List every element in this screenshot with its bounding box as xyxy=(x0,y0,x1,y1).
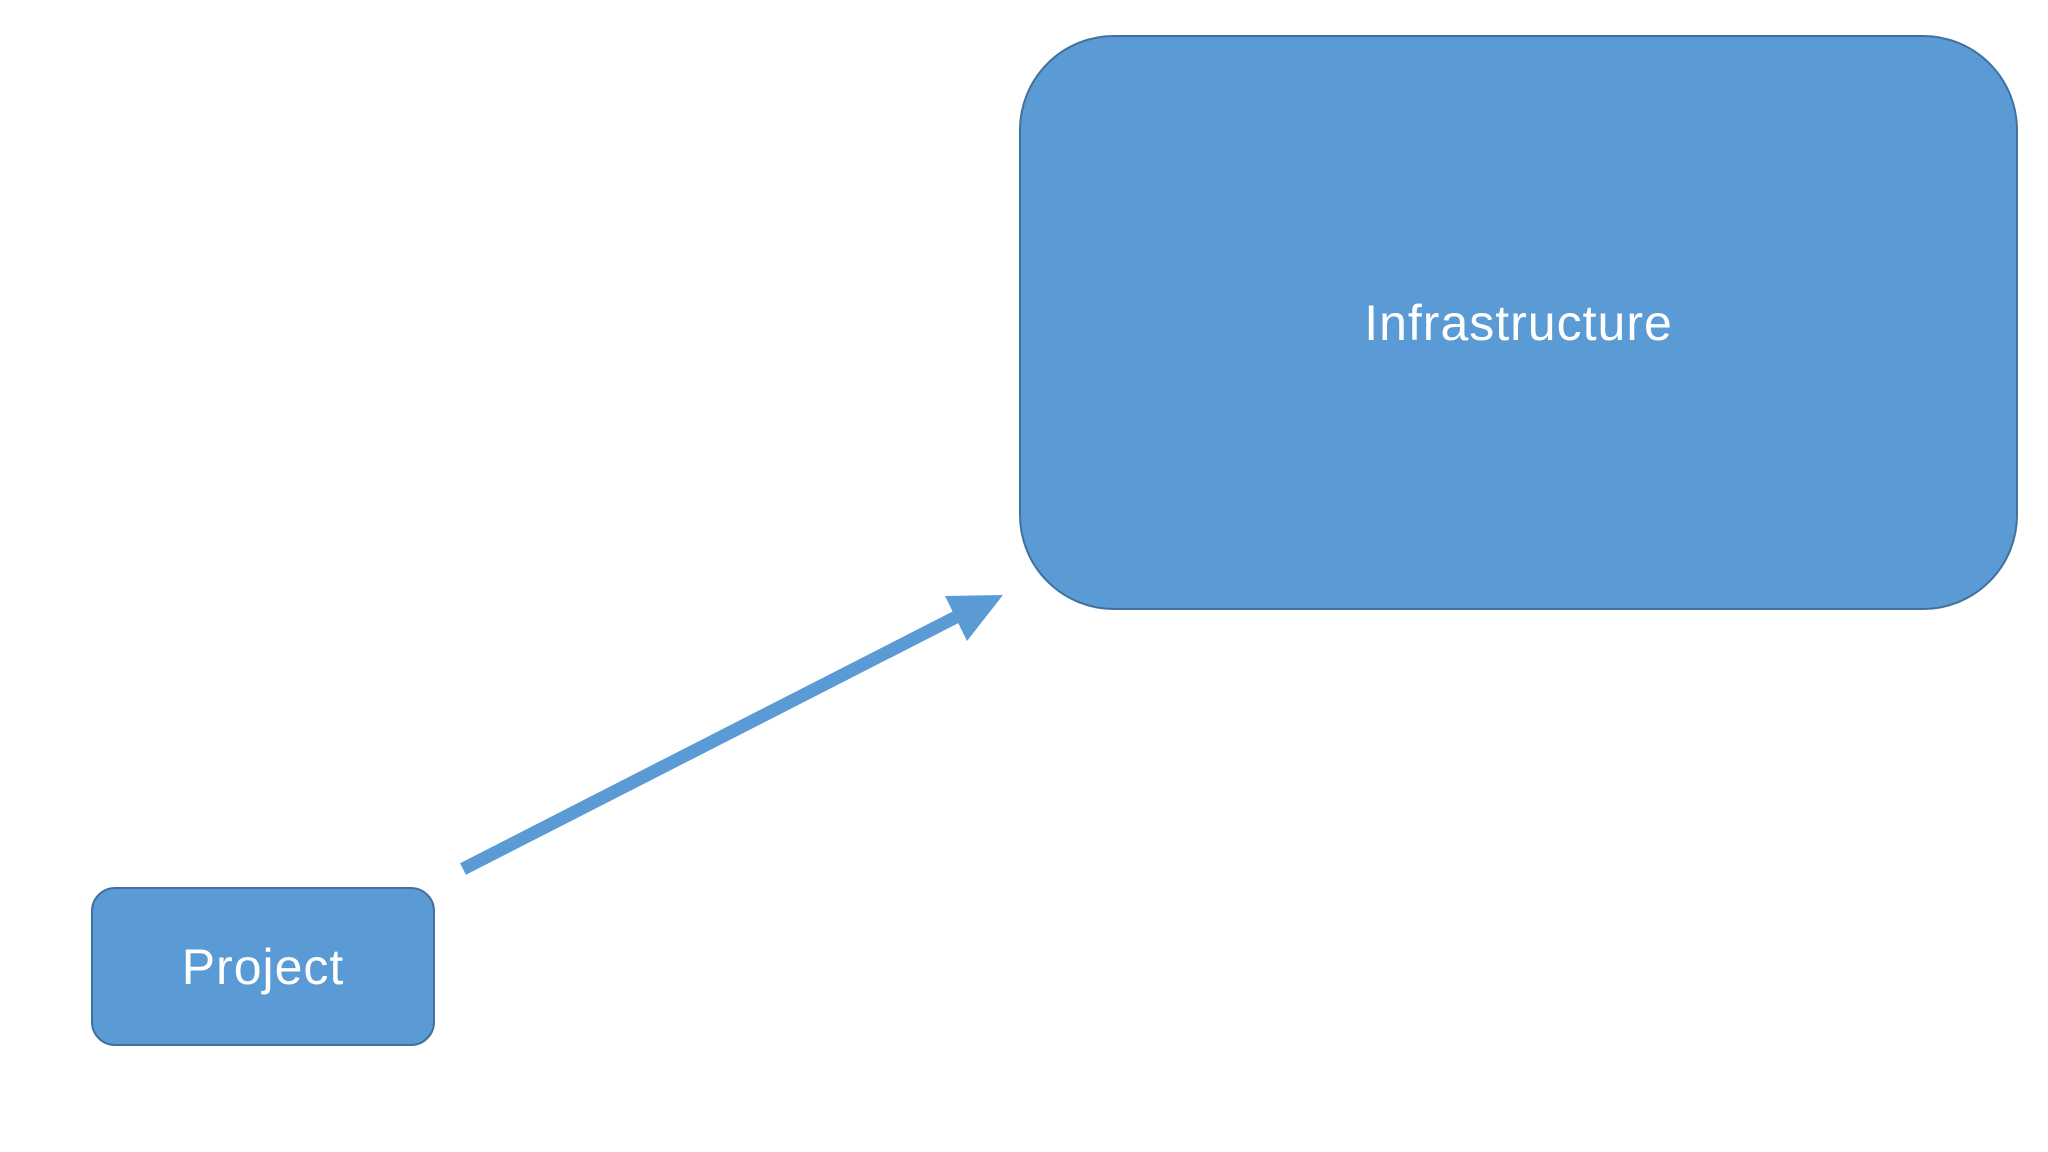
project-to-infrastructure-arrowhead xyxy=(945,595,1003,641)
project-node[interactable]: Project xyxy=(91,887,435,1046)
infrastructure-label: Infrastructure xyxy=(1364,295,1673,351)
project-to-infrastructure-arrow-shaft xyxy=(460,610,961,875)
project-label: Project xyxy=(181,938,345,995)
infrastructure-node[interactable]: Infrastructure xyxy=(1019,35,2018,610)
